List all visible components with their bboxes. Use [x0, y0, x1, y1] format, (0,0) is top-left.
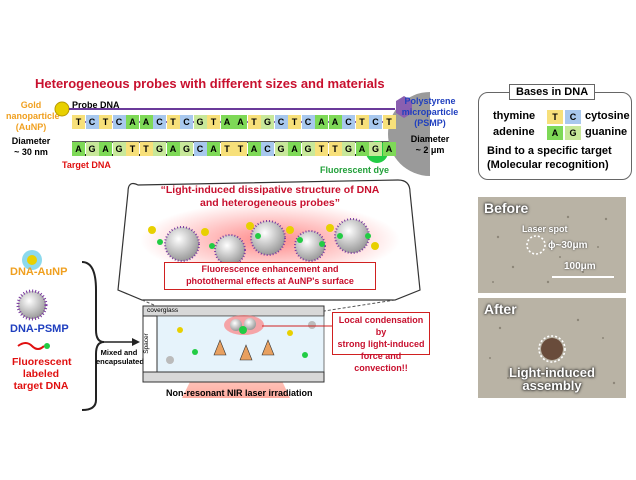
- base-a: A: [547, 126, 563, 140]
- probe-base: A: [315, 115, 328, 129]
- target-dna-label: Target DNA: [62, 160, 111, 170]
- target-base: G: [369, 142, 382, 156]
- fluorescence-note-box: Fluorescence enhancement and phototherma…: [164, 262, 376, 290]
- probe-base: C: [85, 115, 99, 129]
- gold-diameter-label: Diameter ~ 30 nm: [11, 136, 51, 157]
- probe-base: T: [382, 115, 396, 129]
- probe-base: C: [180, 115, 193, 129]
- probe-base: C: [301, 115, 315, 129]
- labeled-target-dna-label: Fluorescent labeled target DNA: [12, 356, 72, 392]
- target-base: G: [180, 142, 193, 156]
- target-base: T: [220, 142, 234, 156]
- probe-base: A: [126, 115, 139, 129]
- probe-base: G: [193, 115, 207, 129]
- target-base: A: [166, 142, 180, 156]
- probe-base: T: [99, 115, 112, 129]
- probe-base: T: [288, 115, 301, 129]
- target-base: G: [153, 142, 166, 156]
- target-base: T: [139, 142, 153, 156]
- zoom-title: “Light-induced dissipative structure of …: [160, 184, 380, 209]
- bases-in-dna-box: Bases in DNA thymine T C cytosine adenin…: [478, 84, 632, 180]
- condensation-callout: Local condensation by strong light-induc…: [332, 312, 430, 373]
- base-g: G: [565, 126, 581, 140]
- before-title: Before: [484, 200, 529, 216]
- target-base: G: [342, 142, 355, 156]
- probe-base: T: [247, 115, 261, 129]
- after-photo: After Light-induced assembly: [478, 298, 626, 398]
- target-base: A: [247, 142, 261, 156]
- probe-base: T: [355, 115, 369, 129]
- spot-diameter-label: ϕ~30μm: [548, 240, 588, 251]
- target-base: A: [99, 142, 112, 156]
- probe-base: A: [139, 115, 153, 129]
- target-base: A: [288, 142, 301, 156]
- dye-dots: [157, 233, 371, 249]
- linker-icon: [396, 96, 412, 118]
- target-base: T: [234, 142, 247, 156]
- target-base: C: [193, 142, 207, 156]
- target-base: G: [85, 142, 99, 156]
- psmp-label: Polystyrene microparticle (PSMP): [401, 96, 459, 128]
- bases-box-title: Bases in DNA: [509, 84, 596, 100]
- spacer-label: Spacer: [142, 333, 150, 354]
- target-base: A: [355, 142, 369, 156]
- thymine-label: thymine: [493, 110, 536, 122]
- gold-nanoparticle-label: Gold nanoparticle (AuNP): [6, 100, 60, 132]
- molecular-recognition-line: (Molecular recognition): [487, 159, 609, 171]
- after-title: After: [484, 301, 517, 317]
- labeled-target-dna-icon: [17, 342, 50, 350]
- target-base: A: [382, 142, 396, 156]
- brace: [81, 261, 105, 411]
- guanine-label: guanine: [585, 126, 628, 138]
- target-base: T: [328, 142, 342, 156]
- target-base: G: [274, 142, 288, 156]
- dna-aunp-label: DNA-AuNP: [10, 266, 68, 278]
- base-t: T: [547, 110, 563, 124]
- psmp-particles: [164, 218, 370, 266]
- target-base: C: [261, 142, 274, 156]
- probe-base: C: [342, 115, 355, 129]
- probe-dna-label: Probe DNA: [72, 100, 120, 110]
- target-base: G: [301, 142, 315, 156]
- aunp-particles: [148, 222, 379, 250]
- target-base: T: [315, 142, 328, 156]
- probe-base: A: [220, 115, 234, 129]
- bind-target-line: Bind to a specific target: [487, 145, 612, 157]
- cytosine-label: cytosine: [585, 110, 630, 122]
- dna-psmp-icon: [16, 289, 48, 321]
- probe-base: C: [369, 115, 382, 129]
- target-base: G: [112, 142, 126, 156]
- before-photo: Before Laser spot ϕ~30μm 100μm: [478, 197, 626, 293]
- target-base: T: [126, 142, 139, 156]
- light-induced-assembly-label: Light-induced assembly: [509, 365, 595, 393]
- laser-spot-label: Laser spot: [522, 224, 568, 234]
- laser-spot-circle: [526, 235, 546, 255]
- adenine-label: adenine: [493, 126, 535, 138]
- probe-base: C: [153, 115, 166, 129]
- target-base: A: [72, 142, 85, 156]
- probe-base: C: [274, 115, 288, 129]
- probe-base: A: [328, 115, 342, 129]
- base-c: C: [565, 110, 581, 124]
- laser-irradiation-label: Non-resonant NIR laser irradiation: [166, 388, 313, 398]
- probe-base: G: [261, 115, 274, 129]
- diagram-title: Heterogeneous probes with different size…: [35, 76, 385, 91]
- fluorescent-dye-label: Fluorescent dye: [320, 165, 390, 175]
- probe-base: T: [166, 115, 180, 129]
- dna-aunp-icon: [22, 250, 42, 270]
- probe-base: A: [234, 115, 247, 129]
- assembly-spot: [541, 338, 563, 360]
- scale-bar-label: 100μm: [564, 261, 596, 272]
- probe-base: C: [112, 115, 126, 129]
- probe-base: T: [72, 115, 85, 129]
- mixed-encapsulated-label: Mixed and encapsulated: [96, 348, 144, 366]
- psmp-diameter-label: Diameter ~ 2 μm: [410, 134, 450, 155]
- target-base: A: [207, 142, 220, 156]
- dna-psmp-label: DNA-PSMP: [10, 323, 69, 335]
- probe-base: T: [207, 115, 220, 129]
- bottom-glass: [142, 371, 325, 383]
- coverglass-label: coverglass: [147, 307, 179, 314]
